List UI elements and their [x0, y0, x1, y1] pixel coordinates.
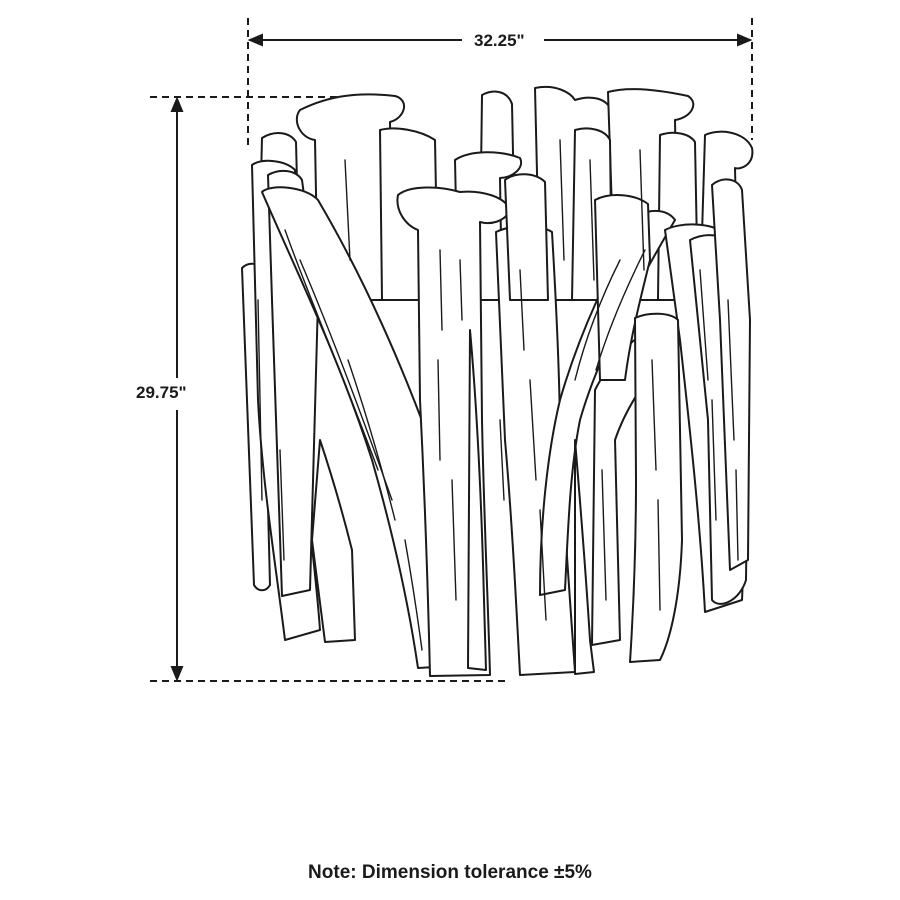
grain-line — [595, 249, 646, 371]
grain-line — [257, 299, 263, 501]
grain-line — [657, 499, 661, 611]
grain-line — [344, 159, 351, 261]
wood-grain-lines — [257, 139, 739, 651]
grain-line — [711, 399, 717, 521]
grain-line — [639, 149, 645, 271]
grain-line — [459, 259, 463, 321]
driftwood-base — [241, 86, 754, 677]
grain-line — [499, 419, 505, 501]
log-center-c — [504, 173, 549, 301]
tolerance-note: Note: Dimension tolerance ±5% — [308, 862, 592, 883]
grain-line — [589, 159, 595, 281]
width-dimension-label: 32.25" — [468, 31, 531, 51]
grain-line — [404, 539, 423, 651]
grain-line — [299, 259, 393, 501]
log-front-3 — [574, 439, 595, 675]
grain-line — [735, 469, 739, 561]
grain-line — [529, 379, 537, 481]
width-dimension — [247, 18, 753, 145]
height-dimension — [150, 96, 505, 682]
grain-line — [437, 359, 441, 461]
grain-line — [539, 509, 547, 621]
grain-line — [601, 469, 607, 601]
grain-line — [279, 449, 285, 561]
grain-line — [451, 479, 457, 601]
grain-line — [651, 359, 657, 471]
log-right-5 — [629, 312, 683, 663]
grain-line — [727, 299, 735, 441]
height-arrowhead-bottom — [170, 666, 184, 682]
grain-line — [559, 139, 565, 261]
width-arrowhead-right — [737, 33, 753, 47]
log-front-2 — [467, 329, 487, 671]
log-front-1 — [311, 439, 356, 643]
width-arrowhead-left — [247, 33, 263, 47]
grain-line — [439, 249, 443, 331]
grain-line — [519, 269, 525, 351]
grain-line — [271, 299, 277, 421]
grain-line — [699, 269, 709, 381]
grain-line — [574, 259, 621, 381]
grain-line — [347, 359, 396, 521]
height-dimension-label: 29.75" — [136, 383, 187, 403]
height-arrowhead-top — [170, 96, 184, 112]
grain-line — [284, 229, 379, 471]
